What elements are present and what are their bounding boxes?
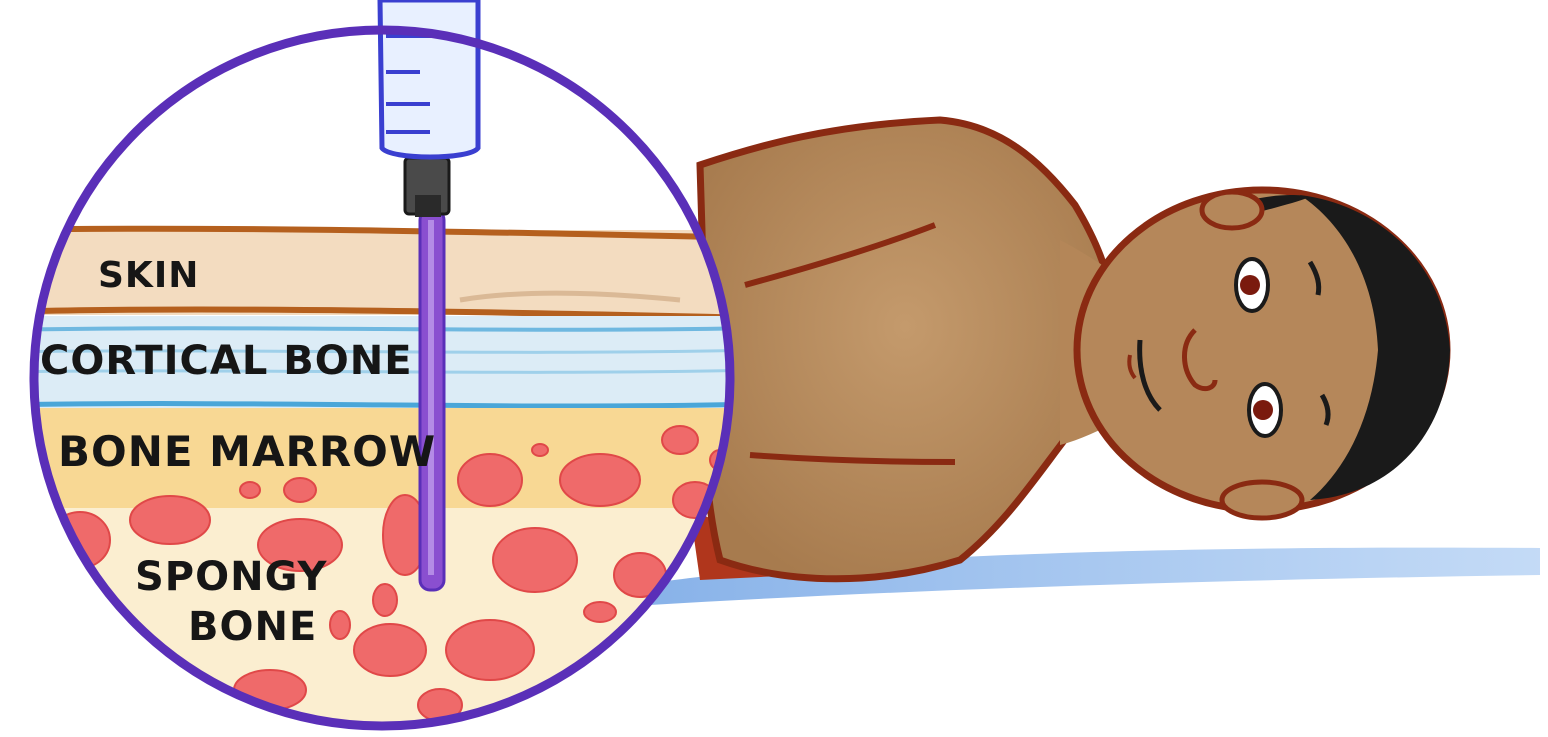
marrow-blob	[354, 624, 426, 676]
label-skin: SKIN	[98, 255, 199, 296]
magnified-cross-section: SKIN CORTICAL BONE BONE MARROW SPONGY BO…	[0, 0, 760, 737]
marrow-blob	[240, 482, 260, 498]
label-bone-marrow: BONE MARROW	[58, 427, 436, 476]
marrow-blob	[662, 426, 698, 454]
torso	[700, 120, 1110, 579]
marrow-blob	[284, 478, 316, 502]
pupil-bottom	[1253, 400, 1273, 420]
patient-figure	[690, 120, 1450, 580]
marrow-blob	[532, 444, 548, 456]
marrow-blob	[493, 528, 577, 592]
cortical-line-1	[0, 328, 760, 330]
marrow-blob	[373, 584, 397, 616]
marrow-blob	[584, 602, 616, 622]
marrow-blob	[446, 620, 534, 680]
cortical-line-4	[0, 404, 760, 406]
label-spongy-bone-line1: SPONGY	[135, 554, 328, 600]
needle-hub-base	[415, 195, 441, 217]
marrow-blob	[130, 496, 210, 544]
marrow-blob	[330, 611, 350, 639]
ear-bottom	[1222, 482, 1302, 518]
label-spongy-bone-line2: BONE	[188, 604, 317, 650]
marrow-blob	[560, 454, 640, 506]
label-cortical-bone: CORTICAL BONE	[40, 338, 413, 384]
marrow-blob	[84, 626, 116, 654]
marrow-blob	[458, 454, 522, 506]
pupil-top	[1240, 275, 1260, 295]
ear-top	[1202, 192, 1262, 228]
needle-highlight	[428, 220, 434, 575]
